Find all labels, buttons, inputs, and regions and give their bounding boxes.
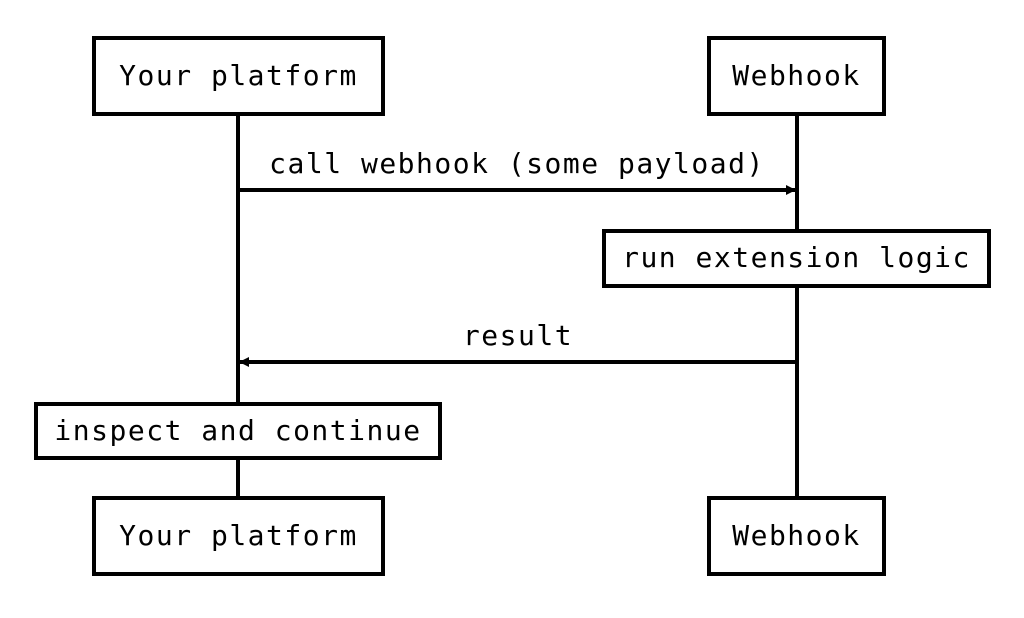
message-call-webhook: call webhook (some payload) xyxy=(238,147,796,195)
participant-top-webhook: Webhook xyxy=(707,36,886,116)
message-result-label: result xyxy=(463,319,573,352)
participant-bottom-webhook: Webhook xyxy=(707,496,886,576)
activity-inspect-and-continue-label: inspect and continue xyxy=(54,414,421,447)
participant-bottom-your-platform: Your platform xyxy=(92,496,385,576)
message-call-webhook-label: call webhook (some payload) xyxy=(269,147,765,180)
activity-inspect-and-continue: inspect and continue xyxy=(34,402,442,460)
participant-top-webhook-label: Webhook xyxy=(732,59,861,92)
participant-bottom-webhook-label: Webhook xyxy=(732,519,861,552)
activity-run-extension-logic: run extension logic xyxy=(602,229,991,288)
participant-bottom-your-platform-label: Your platform xyxy=(119,519,358,552)
message-result: result xyxy=(239,319,797,367)
participant-top-your-platform: Your platform xyxy=(92,36,385,116)
participant-top-your-platform-label: Your platform xyxy=(119,59,358,92)
activity-run-extension-logic-label: run extension logic xyxy=(622,241,971,274)
